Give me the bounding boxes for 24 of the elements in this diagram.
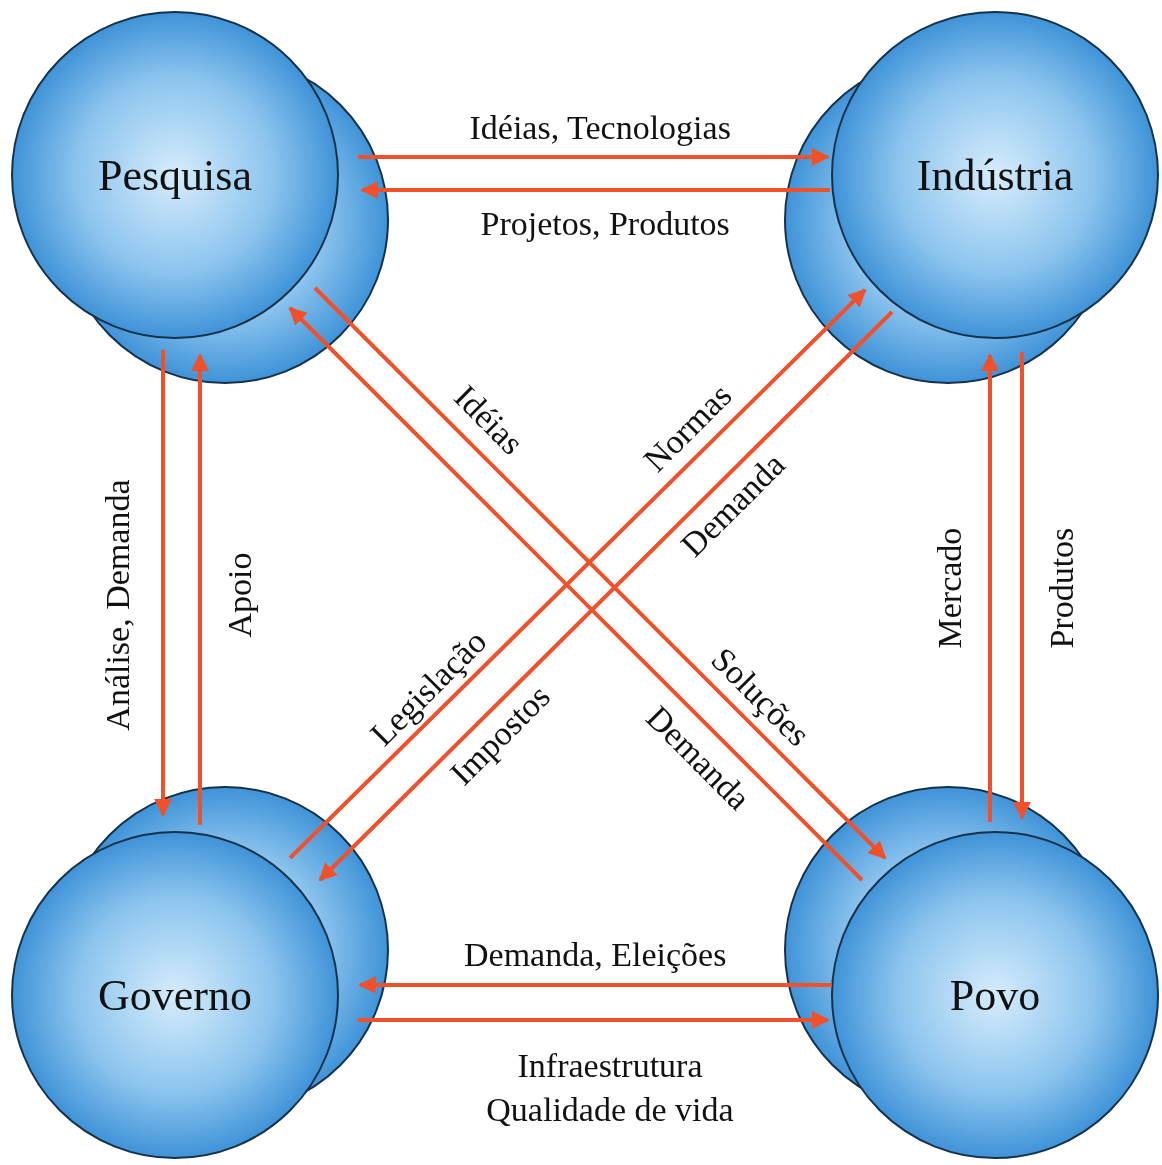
edge-label: Produtos (1041, 527, 1081, 649)
arrow (358, 976, 832, 994)
arrow (360, 181, 830, 199)
edge-label: Projetos, Produtos (480, 204, 730, 244)
arrow (358, 1011, 830, 1029)
sphere-node (10, 785, 390, 1160)
sphere-node (783, 10, 1160, 385)
edge-label: Análise, Demanda (98, 479, 137, 731)
edge-label: Idéias, Tecnologias (469, 108, 731, 148)
edge-label: Demanda, Eleições (464, 935, 727, 975)
edge-label: Mercado (929, 527, 969, 649)
node-label: Governo (98, 969, 252, 1021)
arrow (981, 353, 999, 822)
arrow (358, 148, 830, 166)
arrow (1013, 352, 1031, 820)
edge-label: Apoio (219, 552, 259, 638)
arrow (154, 350, 172, 817)
node-label: Povo (949, 969, 1041, 1021)
node-label: Indústria (916, 149, 1074, 201)
node-label: Pesquisa (98, 149, 252, 201)
arrow (191, 353, 209, 825)
sphere-node (783, 785, 1160, 1160)
edge-label: Infraestrutura Qualidade de vida (485, 1046, 735, 1131)
sphere-node (10, 10, 390, 385)
